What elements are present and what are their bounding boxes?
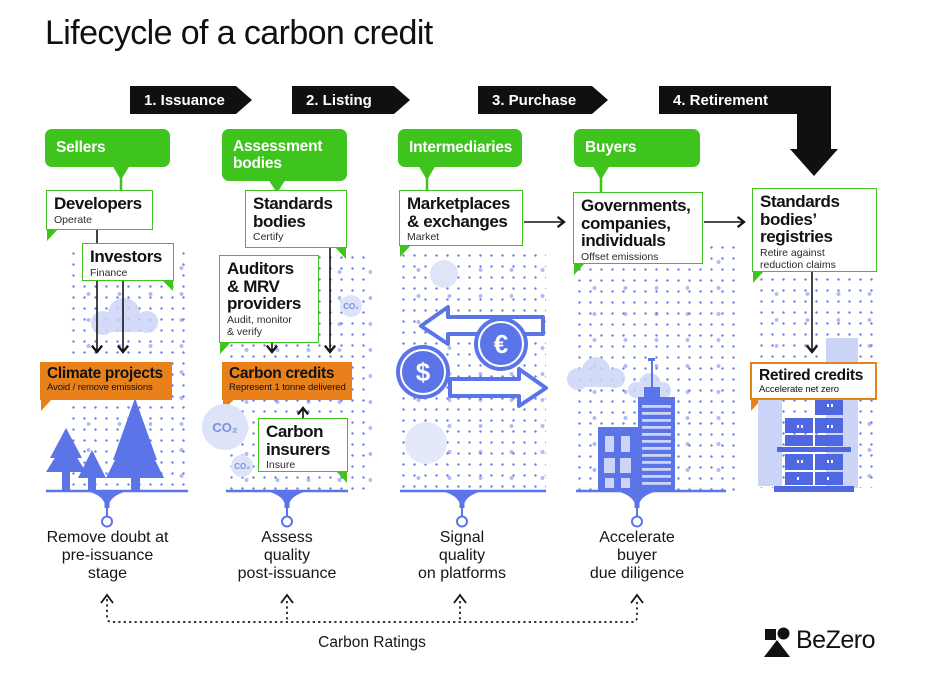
column-header-intermediaries: Intermediaries [398, 129, 522, 167]
stage-banner-issuance: 1. Issuance [130, 86, 252, 114]
box-climate-projects: Climate projects Avoid / remove emission… [40, 362, 172, 400]
box-title: Marketplaces & exchanges [407, 194, 510, 231]
box-subtitle: Operate [54, 213, 92, 226]
box-title: Auditors & MRV providers [227, 259, 301, 314]
box-auditors-mrv: Auditors & MRV providers Audit, monitor … [219, 255, 319, 343]
box-subtitle: Accelerate net zero [759, 384, 839, 396]
box-subtitle: Avoid / remove emissions [47, 382, 153, 394]
box-subtitle: Audit, monitor & verify [227, 314, 292, 338]
carbon-ratings-label: Carbon Ratings [318, 634, 426, 651]
co2-bubble-icon: CO₂ [202, 404, 248, 450]
box-developers: Developers Operate [46, 190, 153, 230]
city-buildings-illustration [598, 358, 675, 491]
box-title: Standards bodies [253, 194, 333, 231]
cloud-icon [567, 357, 671, 398]
box-carbon-insurers: Carbon insurers Insure [258, 418, 348, 472]
box-title: Carbon credits [229, 365, 335, 382]
box-title: Standards bodies’ registries [760, 192, 840, 247]
box-title: Climate projects [47, 365, 163, 382]
stage-banner-listing: 2. Listing [292, 86, 410, 114]
dollar-symbol: $ [415, 356, 431, 387]
box-title: Carbon insurers [266, 422, 330, 459]
euro-symbol: € [493, 328, 509, 359]
box-standards-registries: Standards bodies’ registries Retire agai… [752, 188, 877, 272]
box-title: Retired credits [759, 367, 864, 384]
box-governments-companies: Governments, companies, individuals Offs… [573, 192, 703, 264]
box-subtitle: Represent 1 tonne delivered [229, 382, 346, 394]
box-subtitle: Retire against reduction claims [760, 247, 836, 271]
takeaway-assessment: Assess quality post-issuance [237, 529, 337, 583]
box-investors: Investors Finance [82, 243, 174, 281]
takeaway-sellers: Remove doubt at pre-issuance stage [46, 529, 169, 583]
box-subtitle: Certify [253, 231, 284, 244]
dollar-coin-icon: $ [396, 345, 450, 399]
box-title: Investors [90, 247, 162, 266]
bezero-logo-icon [764, 627, 790, 657]
column-header-buyers: Buyers [574, 129, 700, 167]
header-stems [119, 176, 603, 193]
carbon-ratings-bracket [100, 593, 644, 623]
box-subtitle: Insure [266, 459, 296, 472]
decorative-circle [430, 260, 458, 288]
header-tails [112, 165, 610, 193]
ground-pins [46, 489, 726, 528]
box-marketplaces: Marketplaces & exchanges Market [399, 190, 523, 246]
takeaway-buyers: Accelerate buyer due diligence [589, 529, 685, 583]
box-subtitle: Market [407, 231, 440, 244]
box-carbon-credits: Carbon credits Represent 1 tonne deliver… [222, 362, 352, 400]
stage-banner-purchase: 3. Purchase [478, 86, 608, 114]
column-header-assessment-bodies: Assessment bodies [222, 129, 347, 181]
decorative-circle [405, 422, 447, 464]
box-corner-tails [47, 229, 764, 483]
bezero-wordmark: BeZero [796, 626, 875, 654]
co2-bubble-icon: CO₂ [231, 455, 253, 477]
box-subtitle: Finance [90, 266, 128, 279]
co2-bubble-icon: CO₂ [340, 295, 362, 317]
box-title: Developers [54, 194, 142, 213]
box-title: Governments, companies, individuals [581, 196, 691, 251]
box-retired-credits: Retired credits Accelerate net zero [750, 362, 877, 400]
stage-banner-retirement: 4. Retirement [659, 86, 831, 114]
page-title: Lifecycle of a carbon credit [45, 14, 433, 52]
cloud-icon [91, 298, 158, 335]
column-header-sellers: Sellers [45, 129, 170, 167]
trees-illustration [46, 398, 164, 491]
takeaway-intermediaries: Signal quality on platforms [417, 529, 507, 583]
euro-coin-icon: € [474, 317, 528, 371]
box-standards-bodies: Standards bodies Certify [245, 190, 347, 248]
box-subtitle: Offset emissions [581, 251, 659, 264]
retirement-down-arrow [790, 113, 838, 176]
